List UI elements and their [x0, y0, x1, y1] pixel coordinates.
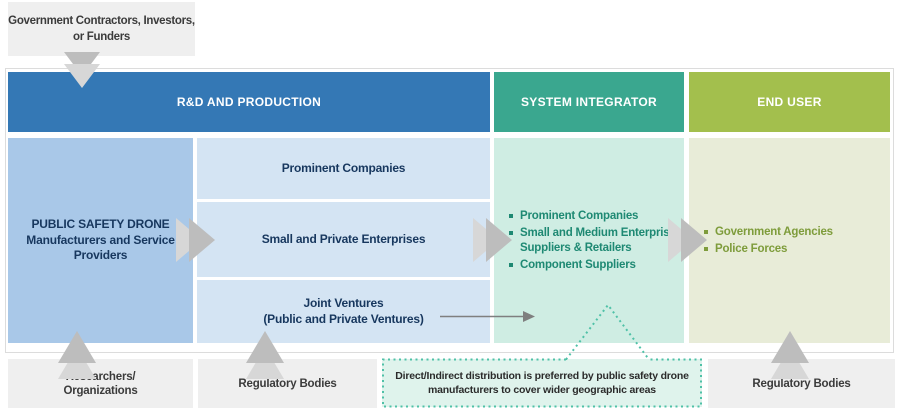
government-contractors-box: Government Contractors, Investors, or Fu…	[8, 2, 195, 56]
header-rd-label: R&D AND PRODUCTION	[176, 95, 322, 109]
researchers-line2: Organizations	[63, 384, 138, 397]
joint-ventures-box: Joint Ventures (Public and Private Ventu…	[197, 280, 490, 343]
distribution-note-line1: Direct/Indirect distribution is preferre…	[395, 370, 689, 382]
end-user-box: Government Agencies Police Forces	[689, 138, 890, 343]
joint-ventures-line1: Joint Ventures	[303, 296, 384, 310]
regulatory-bodies-left-label: Regulatory Bodies	[238, 377, 337, 390]
government-contractors-line1: Government Contractors, Investors,	[8, 15, 195, 27]
si-item-sme-suppliers-retailers: Small and Medium Enterprise Suppliers & …	[508, 226, 680, 256]
researchers-organizations-box: Researchers/ Organizations	[8, 359, 193, 408]
distribution-note-line2: manufacturers to cover wider geographic …	[428, 384, 656, 396]
eu-item-police-forces: Police Forces	[703, 242, 886, 257]
regulatory-bodies-right-label: Regulatory Bodies	[752, 377, 851, 390]
system-integrator-box: Prominent Companies Small and Medium Ent…	[494, 138, 684, 343]
si-item-prominent-companies: Prominent Companies	[508, 209, 680, 224]
regulatory-bodies-right-box: Regulatory Bodies	[708, 359, 895, 408]
si-item-component-suppliers: Component Suppliers	[508, 258, 680, 273]
regulatory-bodies-left-box: Regulatory Bodies	[198, 359, 377, 408]
header-eu-label: END USER	[757, 95, 822, 109]
psd-line3: Providers	[73, 248, 128, 263]
header-end-user: END USER	[689, 72, 890, 132]
prominent-companies-box: Prominent Companies	[197, 138, 490, 199]
prominent-companies-label: Prominent Companies	[281, 160, 406, 175]
government-contractors-line2: or Funders	[72, 31, 131, 43]
joint-ventures-line2: (Public and Private Ventures)	[263, 311, 424, 326]
header-rd-and-production: R&D AND PRODUCTION	[8, 72, 490, 132]
eu-item-government-agencies: Government Agencies	[703, 225, 886, 240]
researchers-line1: Researchers/	[65, 370, 136, 383]
small-private-enterprises-box: Small and Private Enterprises	[197, 202, 490, 277]
header-si-label: SYSTEM INTEGRATOR	[521, 95, 657, 109]
distribution-note-box: Direct/Indirect distribution is preferre…	[382, 359, 702, 407]
small-private-enterprises-label: Small and Private Enterprises	[261, 231, 426, 246]
psd-line2: Manufacturers and Service	[26, 232, 175, 247]
public-safety-drone-box: PUBLIC SAFETY DRONE Manufacturers and Se…	[8, 138, 193, 343]
header-system-integrator: SYSTEM INTEGRATOR	[494, 72, 684, 132]
psd-title: PUBLIC SAFETY DRONE	[31, 217, 170, 232]
